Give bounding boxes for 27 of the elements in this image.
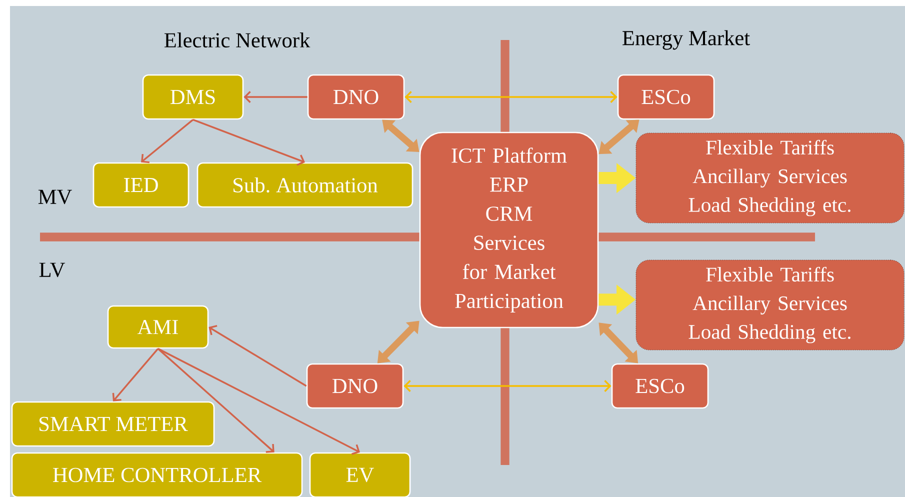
service-box: Flexible Tariffs Ancillary Services Load Shedding etc. [636,132,904,224]
process-box: IED [92,162,190,208]
region-label: MV [38,190,72,204]
arrow [192,118,306,166]
process-box: Sub. Automation [196,162,414,208]
arrow [404,91,618,103]
platform-box: ICT Platform ERP CRM Services for Market Participation [419,132,599,328]
arrow [244,91,308,103]
process-box: ESCo [617,74,715,120]
service-box: Flexible Tariffs Ancillary Services Load Shedding etc. [636,260,904,350]
process-box: HOME CONTROLLER [11,452,303,497]
region-label: Electric Network [164,32,310,48]
arrow [157,348,274,453]
arrow [112,348,159,402]
process-box: AMI [107,305,209,349]
process-box: EV [309,452,411,497]
region-label: LV [39,262,66,278]
arrow [158,348,360,455]
arrow [404,380,612,392]
process-box: SMART METER [11,401,215,447]
arrow [208,325,307,387]
process-box: DNO [306,363,404,409]
arrow [141,119,194,164]
process-box: ESCo [611,363,709,409]
region-label: Energy Market [622,30,750,50]
process-box: DNO [307,74,405,120]
process-box: DMS [142,74,244,120]
